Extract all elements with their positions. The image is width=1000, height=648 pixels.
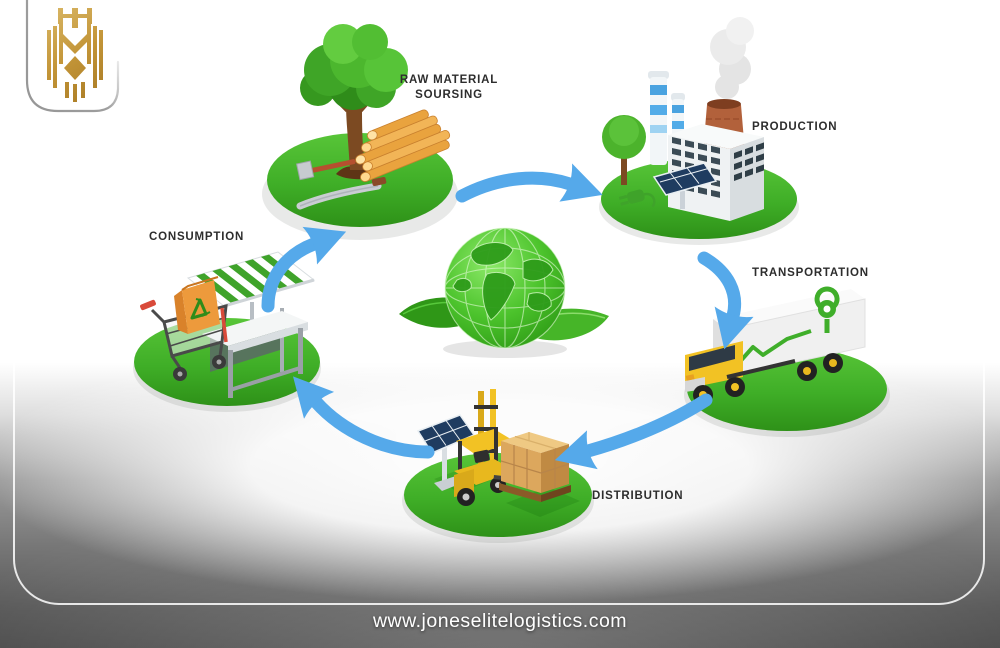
solar-panel-icon	[652, 162, 718, 209]
consumption-island-icon	[133, 251, 321, 412]
small-tree-icon	[602, 115, 646, 185]
stage-label-consumption: CONSUMPTION	[149, 231, 245, 243]
stage-label-raw-material: RAW MATERIAL SOURSING	[399, 74, 499, 101]
saw-icon	[296, 176, 387, 210]
brand-logo-icon	[25, 0, 120, 113]
transportation-island-icon	[684, 286, 890, 437]
flow-arrow-consumption-to-raw	[261, 226, 347, 313]
flow-arrow-distribution-to-consumption	[292, 376, 435, 459]
globe-icon	[399, 227, 609, 358]
log-stack-icon	[355, 109, 451, 182]
flow-arrow-transport-to-distribution	[554, 393, 713, 470]
recycle-bag-icon	[174, 276, 220, 334]
eco-plug-icon	[618, 189, 656, 208]
website-url: www.joneselitelogistics.com	[372, 610, 628, 632]
flow-arrow-production-to-transport	[697, 251, 754, 350]
smoke-icon	[710, 17, 754, 99]
gold-crest-icon	[47, 8, 103, 102]
stage-label-production: PRODUCTION	[752, 121, 838, 133]
inner-card-frame	[13, 0, 985, 605]
market-stall-icon	[186, 251, 316, 398]
axe-icon	[296, 159, 356, 181]
location-pin-icon	[814, 286, 840, 333]
distribution-island-icon	[402, 389, 594, 543]
forklift-icon	[454, 389, 524, 506]
raw-material-island-icon	[262, 24, 458, 240]
stage-label-transportation: TRANSPORTATION	[752, 267, 869, 279]
production-island-icon	[599, 17, 799, 245]
flow-arrow-raw-to-production	[455, 163, 603, 203]
stage-label-distribution: DISTRIBUTION	[592, 490, 684, 502]
tree-icon	[300, 24, 408, 110]
